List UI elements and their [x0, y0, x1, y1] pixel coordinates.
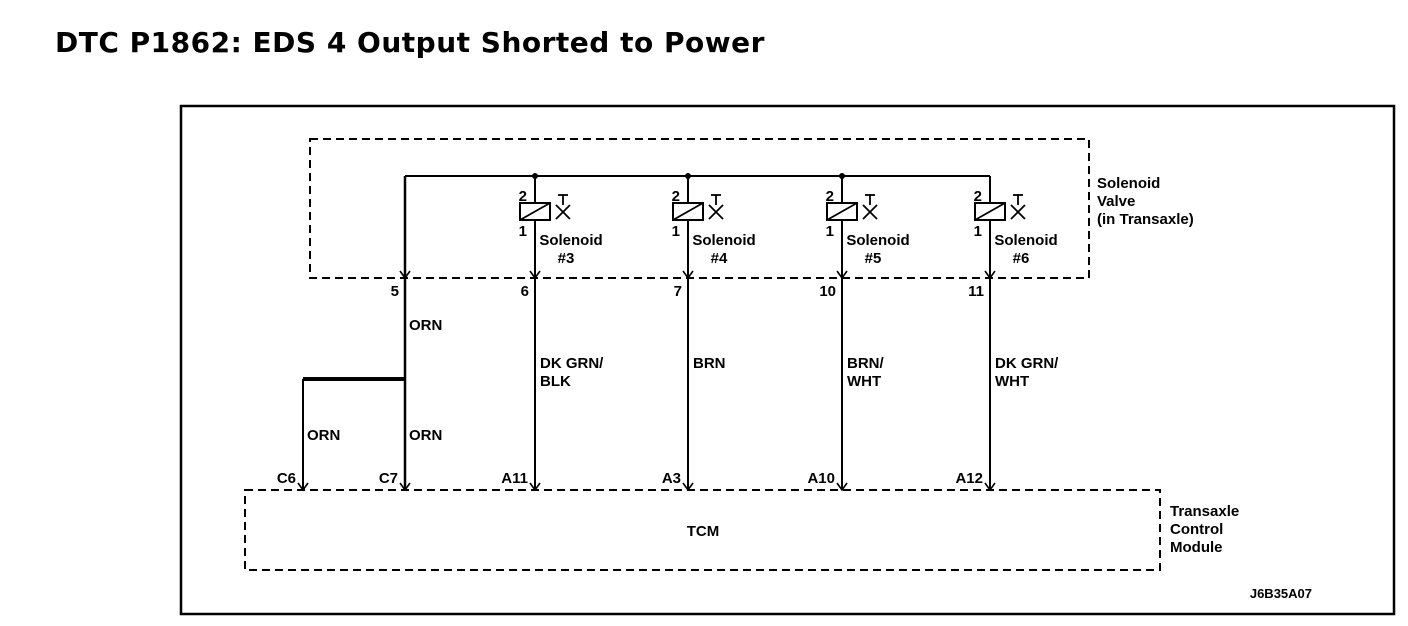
connector-pin-icon [682, 270, 694, 280]
box-pin-label: 10 [819, 283, 836, 300]
solenoid-unit-6: 2 1 Solenoid #6 11 DK GRN/ WHT A12 [955, 176, 1059, 492]
solenoid-valve-box-label: Solenoid Valve (in Transaxle) [1097, 175, 1194, 228]
label-line: Valve [1097, 193, 1135, 210]
solenoid-name: Solenoid [692, 232, 755, 249]
coil-pin-label: 1 [974, 223, 982, 240]
coil-slash [672, 202, 704, 221]
valve-icon [862, 194, 878, 220]
wire-color-label: WHT [995, 373, 1029, 390]
label-line: (in Transaxle) [1097, 211, 1194, 228]
figure-code: J6B35A07 [1250, 586, 1312, 601]
coil-pin-label: 2 [519, 188, 527, 205]
solenoid-name: Solenoid [994, 232, 1057, 249]
wire-color-label: DK GRN/ [995, 355, 1059, 372]
solenoid-number: #3 [558, 250, 575, 267]
coil-pin-label: 2 [974, 188, 982, 205]
connector-pin-icon [399, 482, 411, 492]
label-line: Solenoid [1097, 175, 1160, 192]
tcm-label: TCM [687, 523, 720, 540]
tcm-pin-label: C6 [277, 470, 296, 487]
wire-color-label: DK GRN/ [540, 355, 604, 372]
connector-pin-icon [984, 482, 996, 492]
coil-pin-label: 1 [672, 223, 680, 240]
box-pin-label: 7 [674, 283, 682, 300]
connector-pin-icon [399, 270, 411, 280]
tcm-pin-label: A12 [955, 470, 983, 487]
label-line: Transaxle [1170, 503, 1239, 520]
wire-color-label: BRN/ [847, 355, 884, 372]
connector-pin-icon [529, 482, 541, 492]
tcm-side-label: Transaxle Control Module [1170, 503, 1239, 556]
valve-icon [1010, 194, 1026, 220]
label-line: Module [1170, 539, 1223, 556]
box-pin-label: 11 [968, 283, 984, 300]
solenoid-unit-5: 2 1 Solenoid #5 10 BRN/ WHT A10 [807, 176, 910, 492]
valve-icon [708, 194, 724, 220]
coil-pin-label: 1 [519, 223, 527, 240]
wire-color-label: BRN [693, 355, 726, 372]
wire-color-label: ORN [409, 317, 442, 334]
coil-pin-label: 2 [672, 188, 680, 205]
wire-color-label: ORN [409, 427, 442, 444]
valve-icon [555, 194, 571, 220]
solenoid-unit-4: 2 1 Solenoid #4 7 BRN A3 [662, 176, 756, 492]
wire-color-label: WHT [847, 373, 881, 390]
coil-pin-label: 1 [826, 223, 834, 240]
tcm-pin-label: A10 [807, 470, 835, 487]
tcm-pin-label: A3 [662, 470, 681, 487]
wire-color-label: ORN [307, 427, 340, 444]
box-pin-label: 5 [391, 283, 399, 300]
coil-slash [826, 202, 858, 221]
tcm-pin-label: C7 [379, 470, 398, 487]
solenoid-name: Solenoid [539, 232, 602, 249]
box-pin-label: 6 [521, 283, 529, 300]
connector-pin-icon [297, 482, 309, 492]
connector-pin-icon [836, 270, 848, 280]
solenoid-number: #4 [711, 250, 728, 267]
coil-slash [519, 202, 551, 221]
solenoid-number: #6 [1013, 250, 1030, 267]
label-line: Control [1170, 521, 1223, 538]
coil-slash [974, 202, 1006, 221]
solenoid-valve-dashed-box [309, 138, 1090, 279]
power-bus [405, 173, 990, 179]
tcm-pin-label: A11 [501, 470, 528, 487]
solenoid-name: Solenoid [846, 232, 909, 249]
connector-pin-icon [682, 482, 694, 492]
solenoid-number: #5 [865, 250, 882, 267]
connector-pin-icon [836, 482, 848, 492]
page-title: DTC P1862: EDS 4 Output Shorted to Power [55, 26, 765, 59]
tcm-dashed-box [244, 489, 1161, 571]
wire-color-label: BLK [540, 373, 571, 390]
connector-pin-icon [529, 270, 541, 280]
coil-pin-label: 2 [826, 188, 834, 205]
connector-pin-icon [984, 270, 996, 280]
power-feed-wire: 5 ORN ORN ORN C6 C7 [277, 176, 442, 492]
diagram-frame [179, 104, 1396, 616]
solenoid-unit-3: 2 1 Solenoid #3 6 DK GRN/ BLK A11 [501, 176, 604, 492]
